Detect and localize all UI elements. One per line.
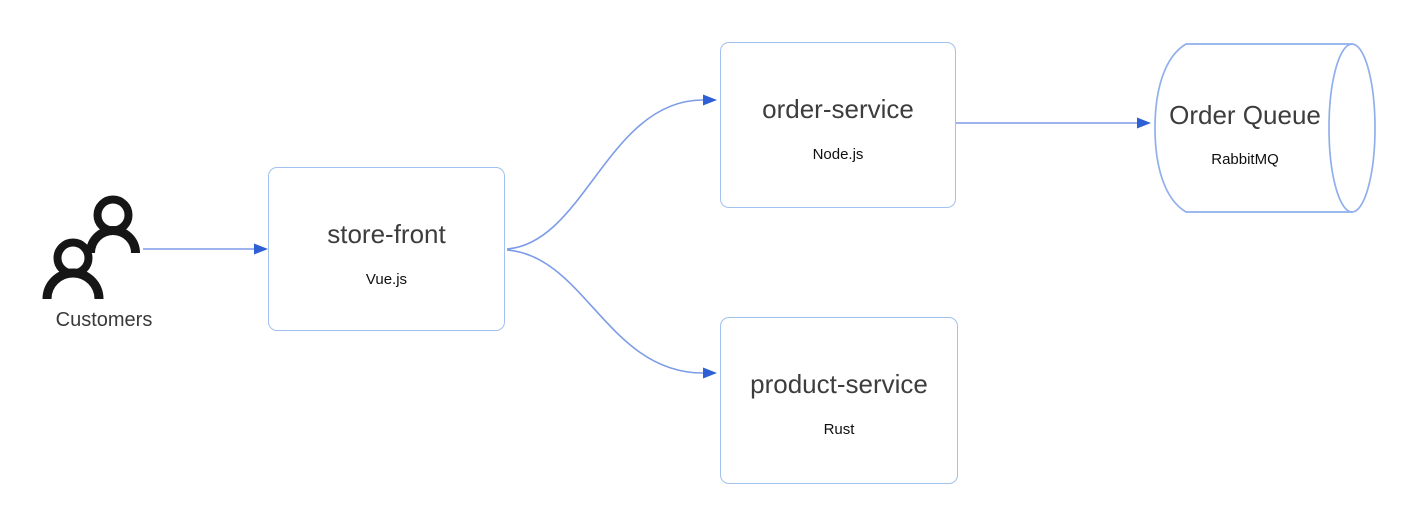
node-store-front: store-front Vue.js — [268, 167, 505, 331]
customers-label: Customers — [55, 309, 153, 331]
people-icon — [42, 195, 140, 300]
store-front-title: store-front — [327, 219, 446, 249]
edge-customers-to-store-front — [143, 243, 268, 255]
edge-store-front-to-product-service — [506, 249, 717, 379]
node-order-service: order-service Node.js — [720, 42, 956, 208]
edge-store-front-to-order-service — [506, 94, 717, 250]
node-product-service: product-service Rust — [720, 317, 958, 484]
order-queue-subtitle: RabbitMQ — [1211, 151, 1279, 168]
order-queue-title: Order Queue — [1169, 100, 1321, 130]
product-service-subtitle: Rust — [823, 421, 855, 438]
node-order-queue: Order Queue RabbitMQ — [1156, 44, 1334, 212]
order-service-subtitle: Node.js — [812, 146, 864, 163]
order-service-title: order-service — [762, 94, 914, 124]
product-service-title: product-service — [750, 369, 928, 399]
store-front-subtitle: Vue.js — [365, 271, 408, 288]
edge-order-service-to-order-queue — [956, 117, 1151, 129]
order-queue-cylinder-shape — [1154, 43, 1376, 213]
